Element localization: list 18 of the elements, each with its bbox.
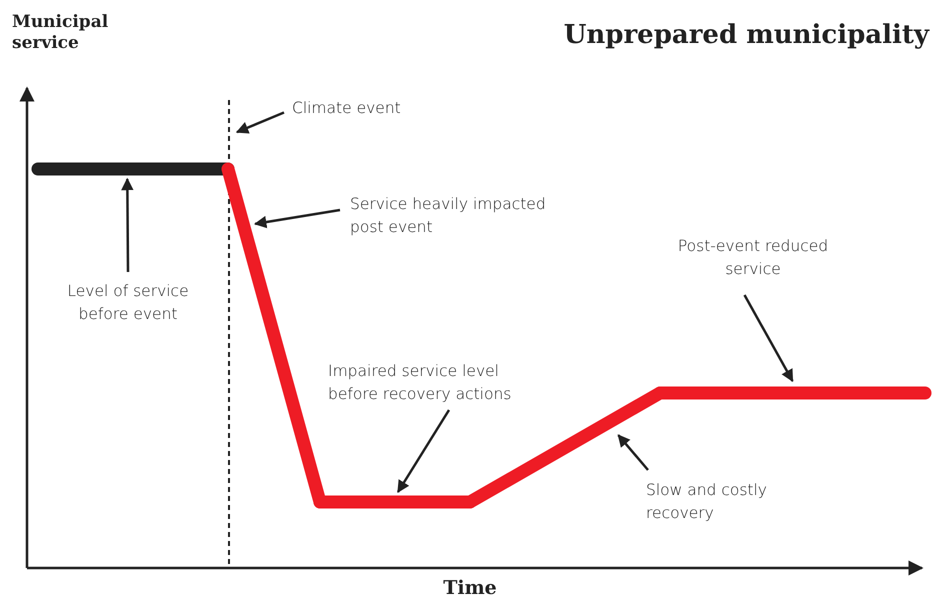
annotation-text: Impaired service level before recovery actions bbox=[328, 360, 548, 406]
annotation-text: Climate event bbox=[292, 97, 432, 120]
leader-arrow bbox=[254, 208, 340, 228]
y-axis-label: Municipal service bbox=[12, 12, 110, 54]
service-drop-line bbox=[222, 162, 326, 508]
event-marker-line bbox=[228, 100, 230, 565]
x-axis-label: Time bbox=[442, 578, 498, 599]
annotation-text: Service heavily impacted post event bbox=[350, 193, 550, 239]
leader-arrow bbox=[236, 111, 284, 134]
leader-arrow bbox=[743, 294, 794, 382]
leader-arrow bbox=[396, 409, 450, 494]
leader-arrow bbox=[617, 434, 649, 471]
leader-arrow bbox=[121, 178, 134, 272]
annotation-text: Level of service before event bbox=[48, 280, 208, 326]
annotation-text: Slow and costly recovery bbox=[646, 479, 806, 525]
reduced-level-line bbox=[654, 386, 932, 400]
annotation-text: Post-event reduced service bbox=[668, 235, 838, 281]
chart-title: Unprepared municipality bbox=[564, 20, 929, 50]
